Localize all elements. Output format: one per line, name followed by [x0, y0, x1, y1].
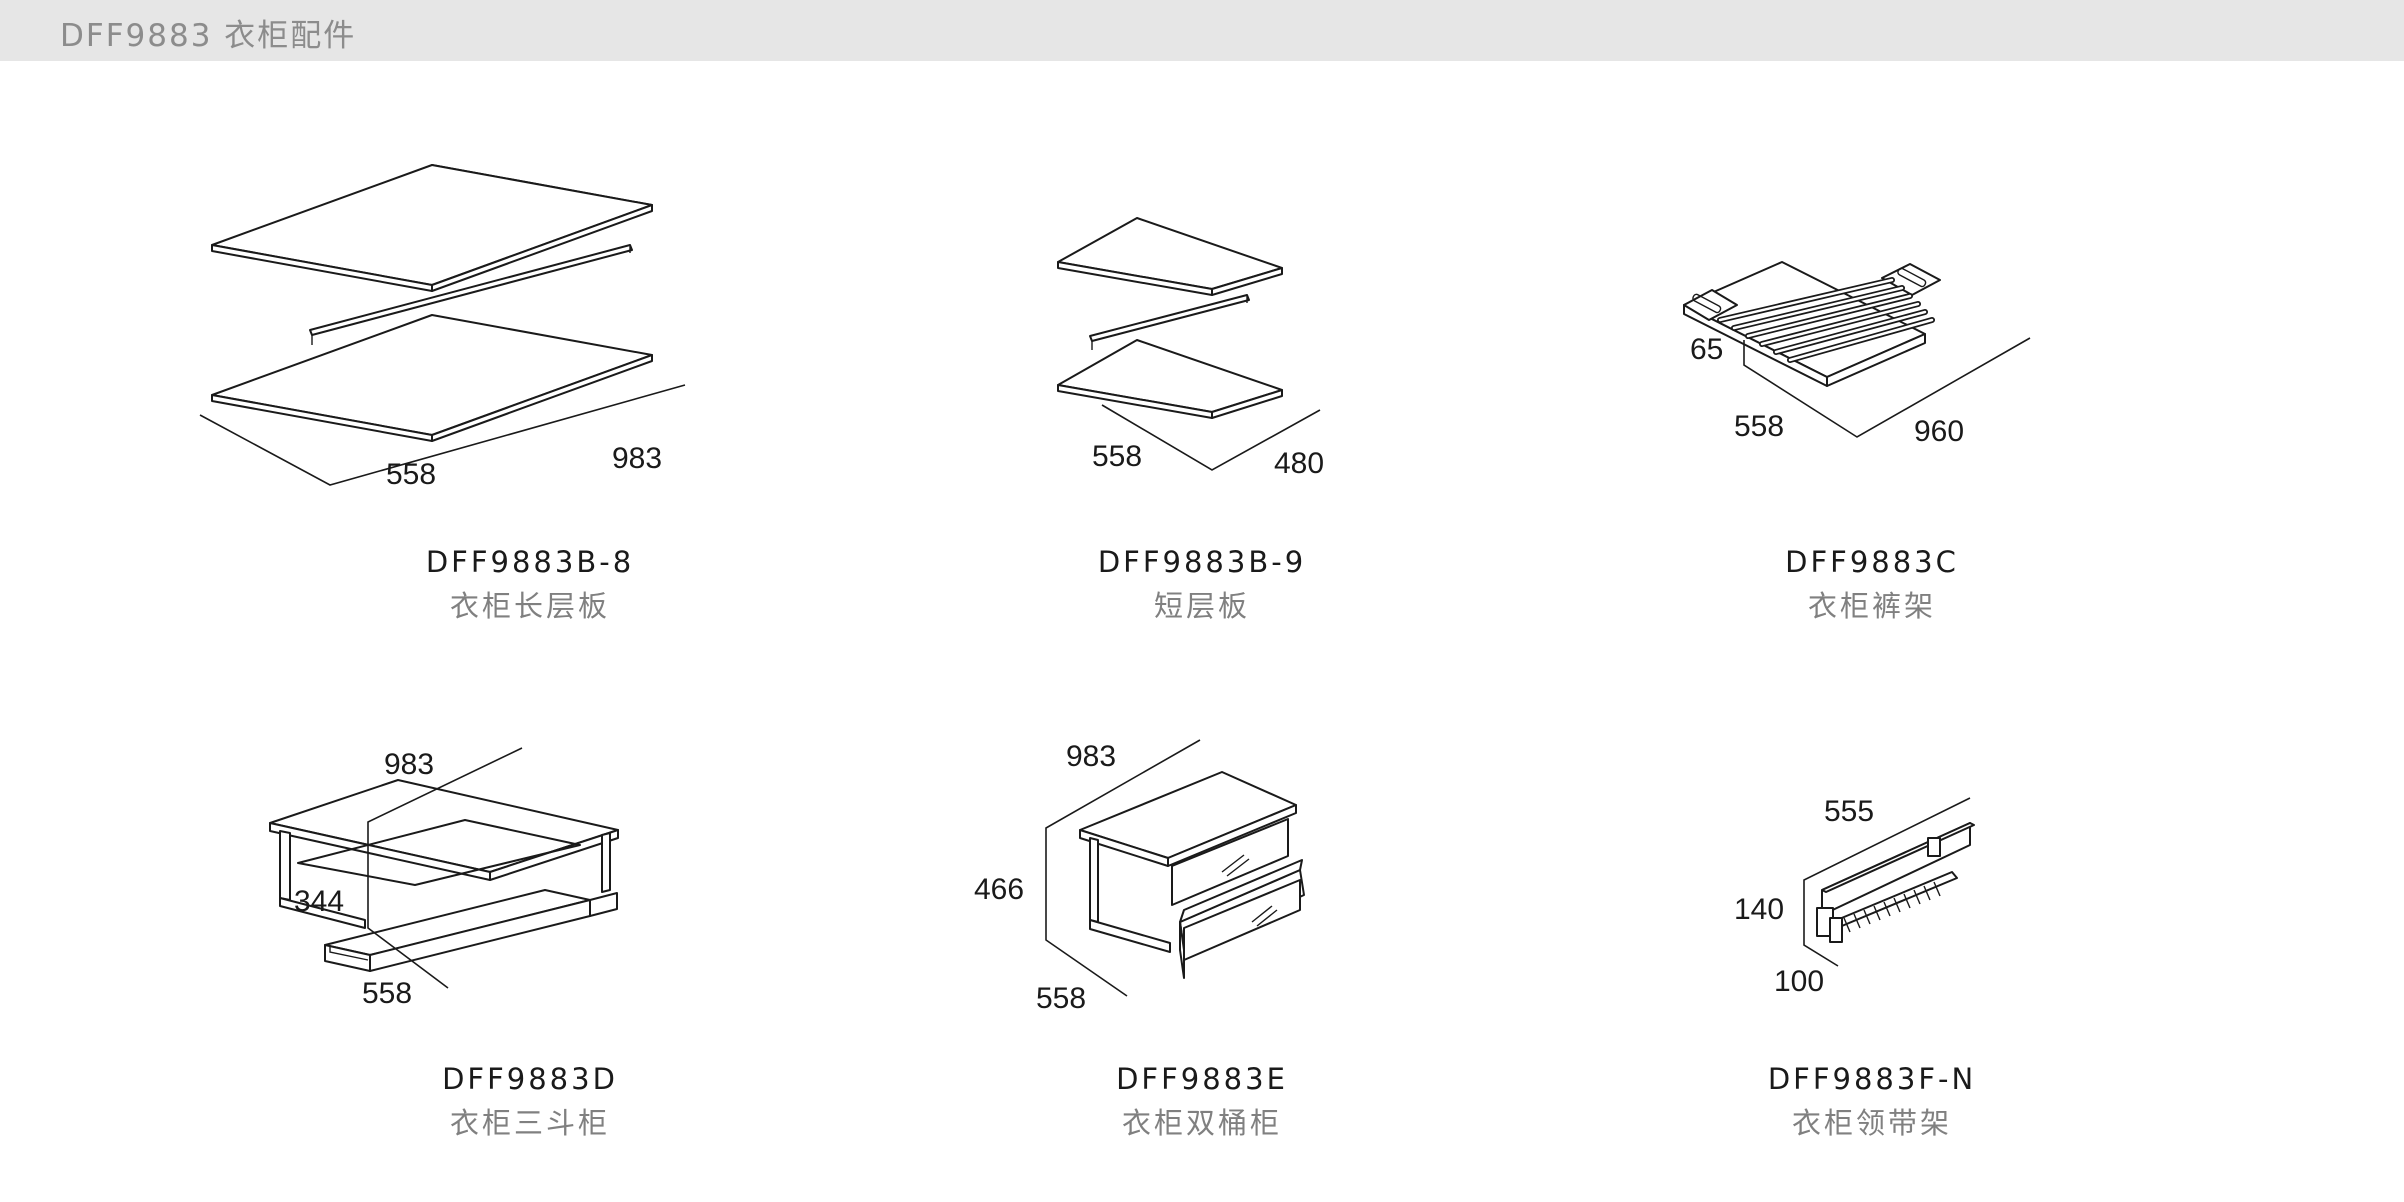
dimension-depth: 558	[362, 977, 413, 1010]
dimension-width: 983	[384, 748, 435, 781]
dimension-depth: 558	[1734, 410, 1785, 443]
page-header: DFF9883 衣柜配件	[0, 0, 2404, 61]
product-code: DFF9883B-8	[425, 545, 635, 579]
product-card-long-shelf: 558 983 DFF9883B-8 衣柜长层板	[199, 140, 810, 680]
product-card-trouser-rack: 65 558 960 DFF9883C 衣柜裤架	[1592, 140, 2152, 680]
dimension-width: 480	[1274, 447, 1325, 480]
dimension-height: 140	[1734, 893, 1785, 926]
product-name: 衣柜领带架	[1791, 1106, 1952, 1140]
dimension-depth: 558	[1092, 440, 1143, 473]
tie-rack-drawing	[1803, 797, 1975, 967]
double-bin-cabinet-drawing	[1045, 739, 1305, 997]
dimension-depth: 558	[386, 458, 437, 491]
short-shelf-drawing	[1057, 217, 1321, 471]
long-shelf-drawing	[199, 164, 686, 486]
product-code: DFF9883F-N	[1767, 1062, 1977, 1096]
product-card-tie-rack: 555 140 100 DFF9883F-N 衣柜领带架	[1592, 660, 2152, 1200]
dimension-height: 65	[1690, 333, 1724, 366]
dimension-depth: 558	[1036, 982, 1087, 1015]
product-name: 短层板	[1153, 589, 1250, 623]
dimension-width: 555	[1824, 795, 1875, 828]
product-code: DFF9883E	[1116, 1062, 1288, 1096]
product-card-double-bin-cabinet: 983 466 558 DFF9883E 衣柜双桶柜	[922, 660, 1482, 1200]
product-name: 衣柜三斗柜	[449, 1106, 610, 1140]
dimension-width: 983	[1066, 740, 1117, 773]
product-code: DFF9883B-9	[1097, 545, 1307, 579]
product-card-short-shelf: 558 480 DFF9883B-9 短层板	[922, 140, 1482, 680]
dimension-width: 960	[1914, 415, 1965, 448]
page-title: DFF9883 衣柜配件	[60, 18, 357, 54]
product-card-three-drawer-cabinet: 983 344 558 DFF9883D 衣柜三斗柜	[250, 660, 810, 1200]
product-code: DFF9883D	[442, 1062, 618, 1096]
product-name: 衣柜长层板	[449, 589, 610, 623]
trouser-rack-drawing	[1683, 261, 2031, 438]
three-drawer-cabinet-drawing	[269, 747, 619, 989]
dimension-depth: 100	[1774, 965, 1825, 998]
dimension-height: 466	[974, 873, 1025, 906]
dimension-height: 344	[294, 885, 345, 918]
product-name: 衣柜裤架	[1807, 589, 1936, 623]
product-name: 衣柜双桶柜	[1121, 1106, 1282, 1140]
product-code: DFF9883C	[1785, 545, 1959, 579]
dimension-width: 983	[612, 442, 663, 475]
